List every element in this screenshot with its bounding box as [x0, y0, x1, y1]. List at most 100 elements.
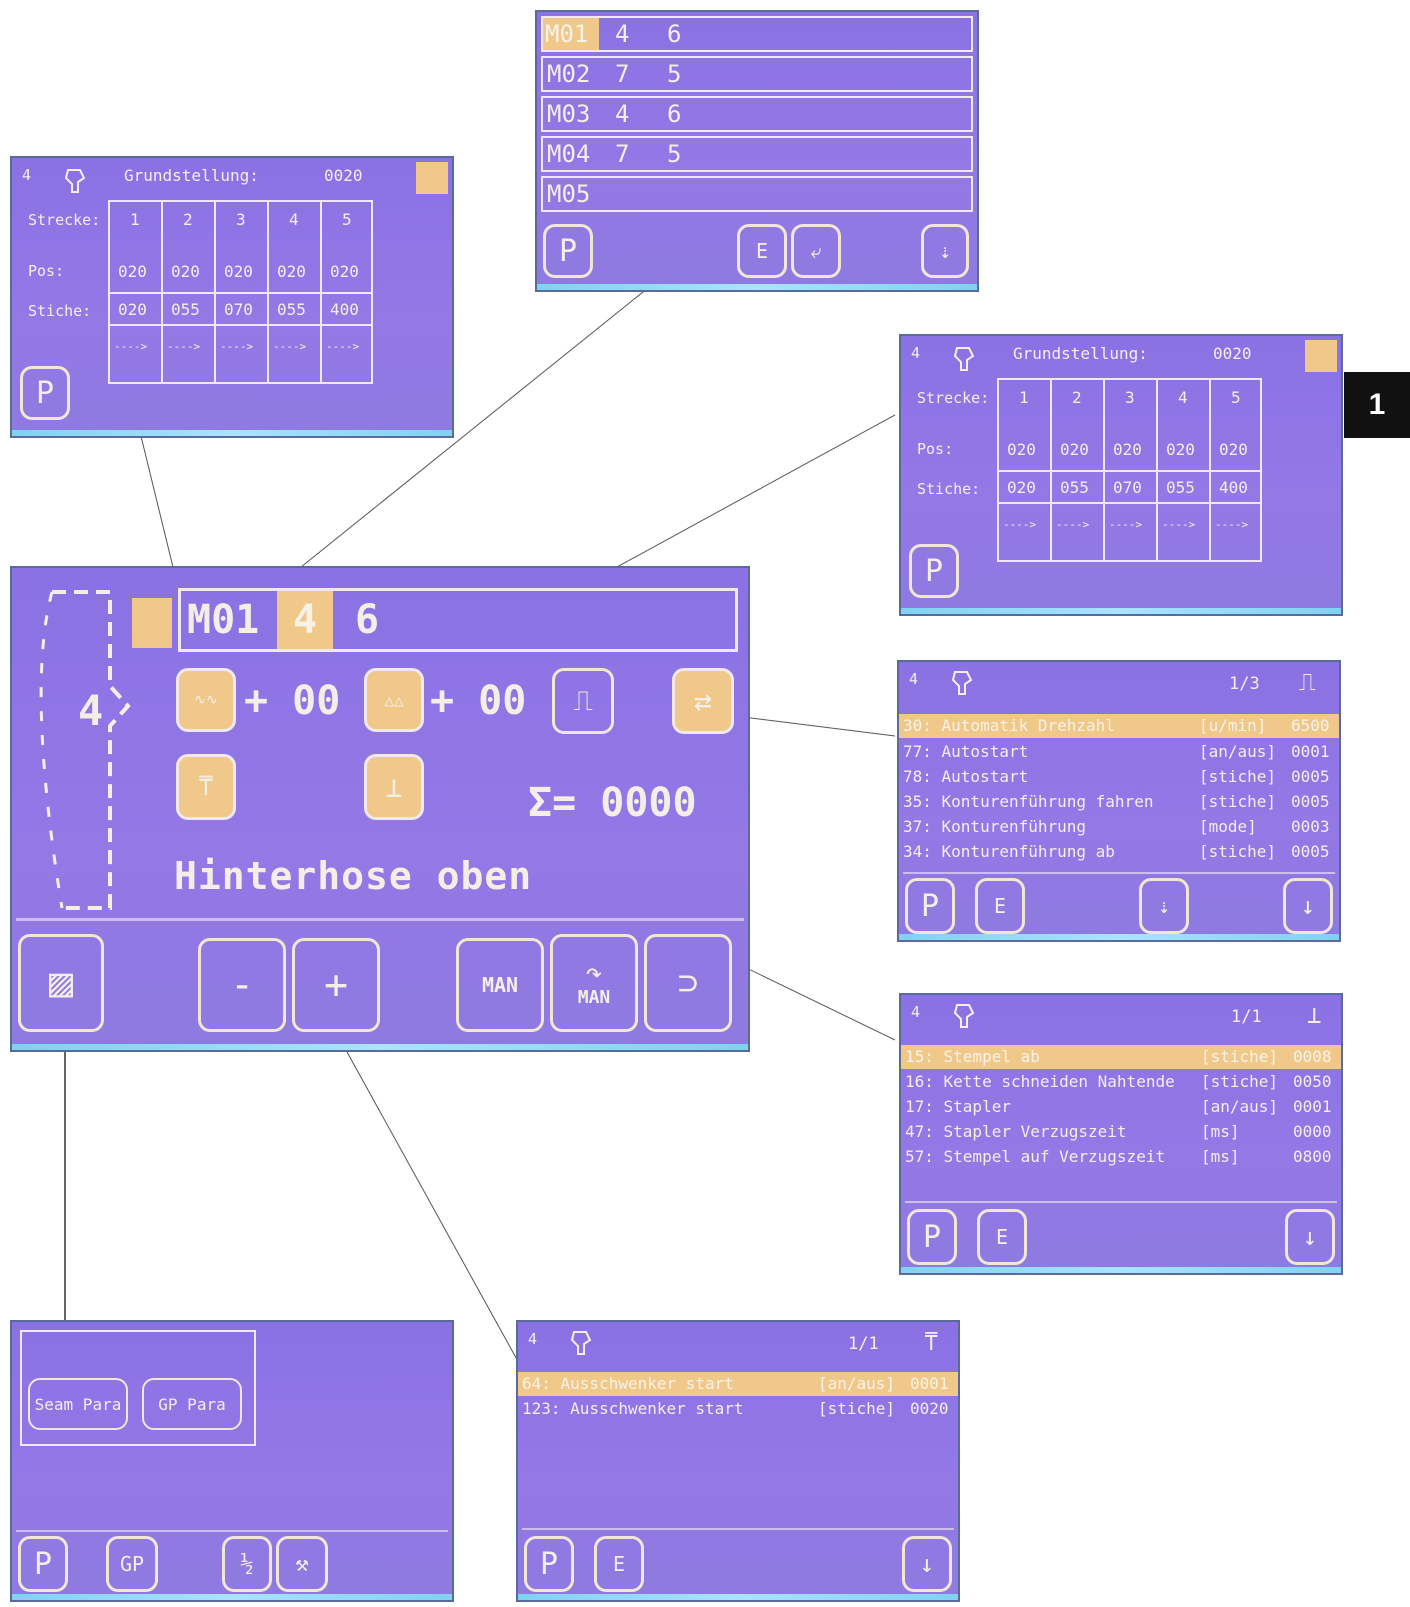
- p-button[interactable]: P: [543, 224, 593, 278]
- grundstellung-value: 0020: [324, 166, 363, 185]
- pos-cell[interactable]: 020: [277, 262, 306, 281]
- menu-layers-button[interactable]: ▨: [18, 934, 104, 1032]
- sewing-machine-icon[interactable]: ⎍: [552, 668, 614, 734]
- table-row[interactable]: 37: Konturenführung[mode]0003: [903, 817, 1330, 836]
- pos-cell[interactable]: 020: [1007, 440, 1036, 459]
- segment-table: 1 2 3 4 5 020 020 020 020 020 020 055 07…: [997, 378, 1262, 562]
- page-indicator: 1/1: [1231, 1007, 1262, 1027]
- e-button[interactable]: E: [737, 224, 787, 278]
- arrow-down-icon[interactable]: ↓: [1283, 878, 1333, 934]
- pos-cell[interactable]: 020: [1060, 440, 1089, 459]
- pos-label: Pos:: [917, 440, 954, 458]
- stiche-cell[interactable]: 400: [1219, 478, 1248, 497]
- pos-cell[interactable]: 020: [1113, 440, 1142, 459]
- stiche-cell[interactable]: 070: [1113, 478, 1142, 497]
- table-row[interactable]: 47: Stapler Verzugszeit[ms]0000: [905, 1122, 1332, 1141]
- p-button[interactable]: P: [20, 366, 70, 420]
- stiche-cell[interactable]: 020: [118, 300, 147, 319]
- man-auto-icon: ↷: [585, 955, 603, 989]
- stiche-cell[interactable]: 070: [224, 300, 253, 319]
- e-button[interactable]: E: [975, 878, 1025, 934]
- scroll-down-icon[interactable]: ⇣: [921, 224, 969, 278]
- divider: [905, 1201, 1337, 1203]
- plus-button[interactable]: +: [292, 938, 380, 1032]
- memory-b: 5: [667, 60, 682, 88]
- table-row[interactable]: 77: Autostart[an/aus]0001: [903, 742, 1330, 761]
- list-item[interactable]: M05: [541, 176, 973, 212]
- needle-offset-button[interactable]: △△: [364, 668, 424, 732]
- arrow-cell: ---->: [1215, 518, 1249, 531]
- stiche-cell[interactable]: 055: [277, 300, 306, 319]
- swing-out-icon[interactable]: ⍑: [176, 754, 236, 820]
- seam-para-button[interactable]: Seam Para: [28, 1378, 128, 1430]
- table-row[interactable]: 123: Ausschwenker start[stiche]0020: [522, 1399, 949, 1418]
- arrow-cell: ---->: [1003, 518, 1037, 531]
- p-button[interactable]: P: [907, 1209, 957, 1265]
- speed-params-screen: 4 1/3 ⎍ 30: Automatik Drehzahl[u/min]650…: [897, 660, 1341, 942]
- minus-button[interactable]: -: [198, 938, 286, 1032]
- p-button[interactable]: P: [905, 878, 955, 934]
- stiche-label: Stiche:: [917, 480, 981, 498]
- man-auto-button[interactable]: ↷ MAN: [550, 934, 638, 1032]
- needle-icon[interactable]: [1305, 340, 1337, 372]
- main-screen: 4 M01 4 6 ∿∿ + 00 △△ + 00 ⎍ ⇄ ⍑ ⊥ Σ= 000…: [10, 566, 750, 1052]
- table-row[interactable]: 17: Stapler[an/aus]0001: [905, 1097, 1332, 1116]
- stiche-cell[interactable]: 400: [330, 300, 359, 319]
- list-item[interactable]: M04 7 5: [541, 136, 973, 172]
- arrow-down-icon[interactable]: ↓: [902, 1536, 952, 1592]
- pos-cell[interactable]: 020: [118, 262, 147, 281]
- hand-icon: [64, 169, 86, 193]
- program-bar[interactable]: M01 4 6: [178, 588, 738, 652]
- table-row[interactable]: 30: Automatik Drehzahl[u/min]6500: [899, 714, 1339, 738]
- tools-icon[interactable]: ⚒: [276, 1536, 328, 1592]
- segment-table: 1 2 3 4 5 020 020 020 020 020 020 055 07…: [108, 200, 373, 384]
- pos-cell[interactable]: 020: [171, 262, 200, 281]
- table-row[interactable]: 78: Autostart[stiche]0005: [903, 767, 1330, 786]
- pos-cell[interactable]: 020: [224, 262, 253, 281]
- stiche-cell[interactable]: 020: [1007, 478, 1036, 497]
- scroll-down-icon[interactable]: ⇣: [1139, 878, 1189, 934]
- loop-return-icon[interactable]: ⊃: [644, 934, 732, 1032]
- feed-offset-value: + 00: [244, 678, 341, 724]
- list-item[interactable]: M02 7 5: [541, 56, 973, 92]
- pos-cell[interactable]: 020: [330, 262, 359, 281]
- pos-cell[interactable]: 020: [1166, 440, 1195, 459]
- man-button[interactable]: MAN: [456, 938, 544, 1032]
- arrow-cell: ---->: [1109, 518, 1143, 531]
- list-item[interactable]: M01 4 6: [541, 16, 973, 52]
- stiche-cell[interactable]: 055: [1166, 478, 1195, 497]
- memory-a: 4: [615, 20, 630, 48]
- pos-cell[interactable]: 020: [1219, 440, 1248, 459]
- divider: [16, 1530, 448, 1532]
- stiche-cell[interactable]: 055: [1060, 478, 1089, 497]
- list-item[interactable]: M03 4 6: [541, 96, 973, 132]
- feed-icon[interactable]: [416, 162, 448, 194]
- move-icon[interactable]: ⤶: [791, 224, 841, 278]
- table-row[interactable]: 57: Stempel auf Verzugszeit[ms]0800: [905, 1147, 1332, 1166]
- fraction-icon[interactable]: ½: [222, 1536, 272, 1592]
- memory-id: M03: [547, 100, 591, 128]
- table-row[interactable]: 64: Ausschwenker start[an/aus]0001: [518, 1372, 958, 1396]
- stamp-icon[interactable]: ⊥: [364, 754, 424, 820]
- gp-button[interactable]: GP: [106, 1536, 158, 1592]
- e-button[interactable]: E: [977, 1209, 1027, 1265]
- table-row[interactable]: 35: Konturenführung fahren[stiche]0005: [903, 792, 1330, 811]
- seam-outline-icon: [39, 590, 131, 910]
- table-row[interactable]: 34: Konturenführung ab[stiche]0005: [903, 842, 1330, 861]
- gp-para-button[interactable]: GP Para: [142, 1378, 242, 1430]
- table-row[interactable]: 16: Kette schneiden Nahtende[stiche]0050: [905, 1072, 1332, 1091]
- p-button[interactable]: P: [18, 1536, 68, 1592]
- p-button[interactable]: P: [909, 544, 959, 598]
- ausschwenker-params-screen: 4 1/1 ⍑ 64: Ausschwenker start[an/aus]00…: [516, 1320, 960, 1602]
- program-icon[interactable]: [132, 598, 172, 648]
- table-row[interactable]: 15: Stempel ab[stiche]0008: [901, 1045, 1341, 1069]
- grundstellung-screen-right: 4 Grundstellung: 0020 Strecke: Pos: Stic…: [899, 334, 1343, 616]
- arrow-down-icon[interactable]: ↓: [1285, 1209, 1335, 1265]
- feed-offset-button[interactable]: ∿∿: [176, 668, 236, 732]
- col-header: 3: [236, 210, 246, 229]
- p-button[interactable]: P: [524, 1536, 574, 1592]
- stiche-cell[interactable]: 055: [171, 300, 200, 319]
- swap-direction-icon[interactable]: ⇄: [672, 668, 734, 734]
- e-button[interactable]: E: [594, 1536, 644, 1592]
- divider: [903, 872, 1335, 874]
